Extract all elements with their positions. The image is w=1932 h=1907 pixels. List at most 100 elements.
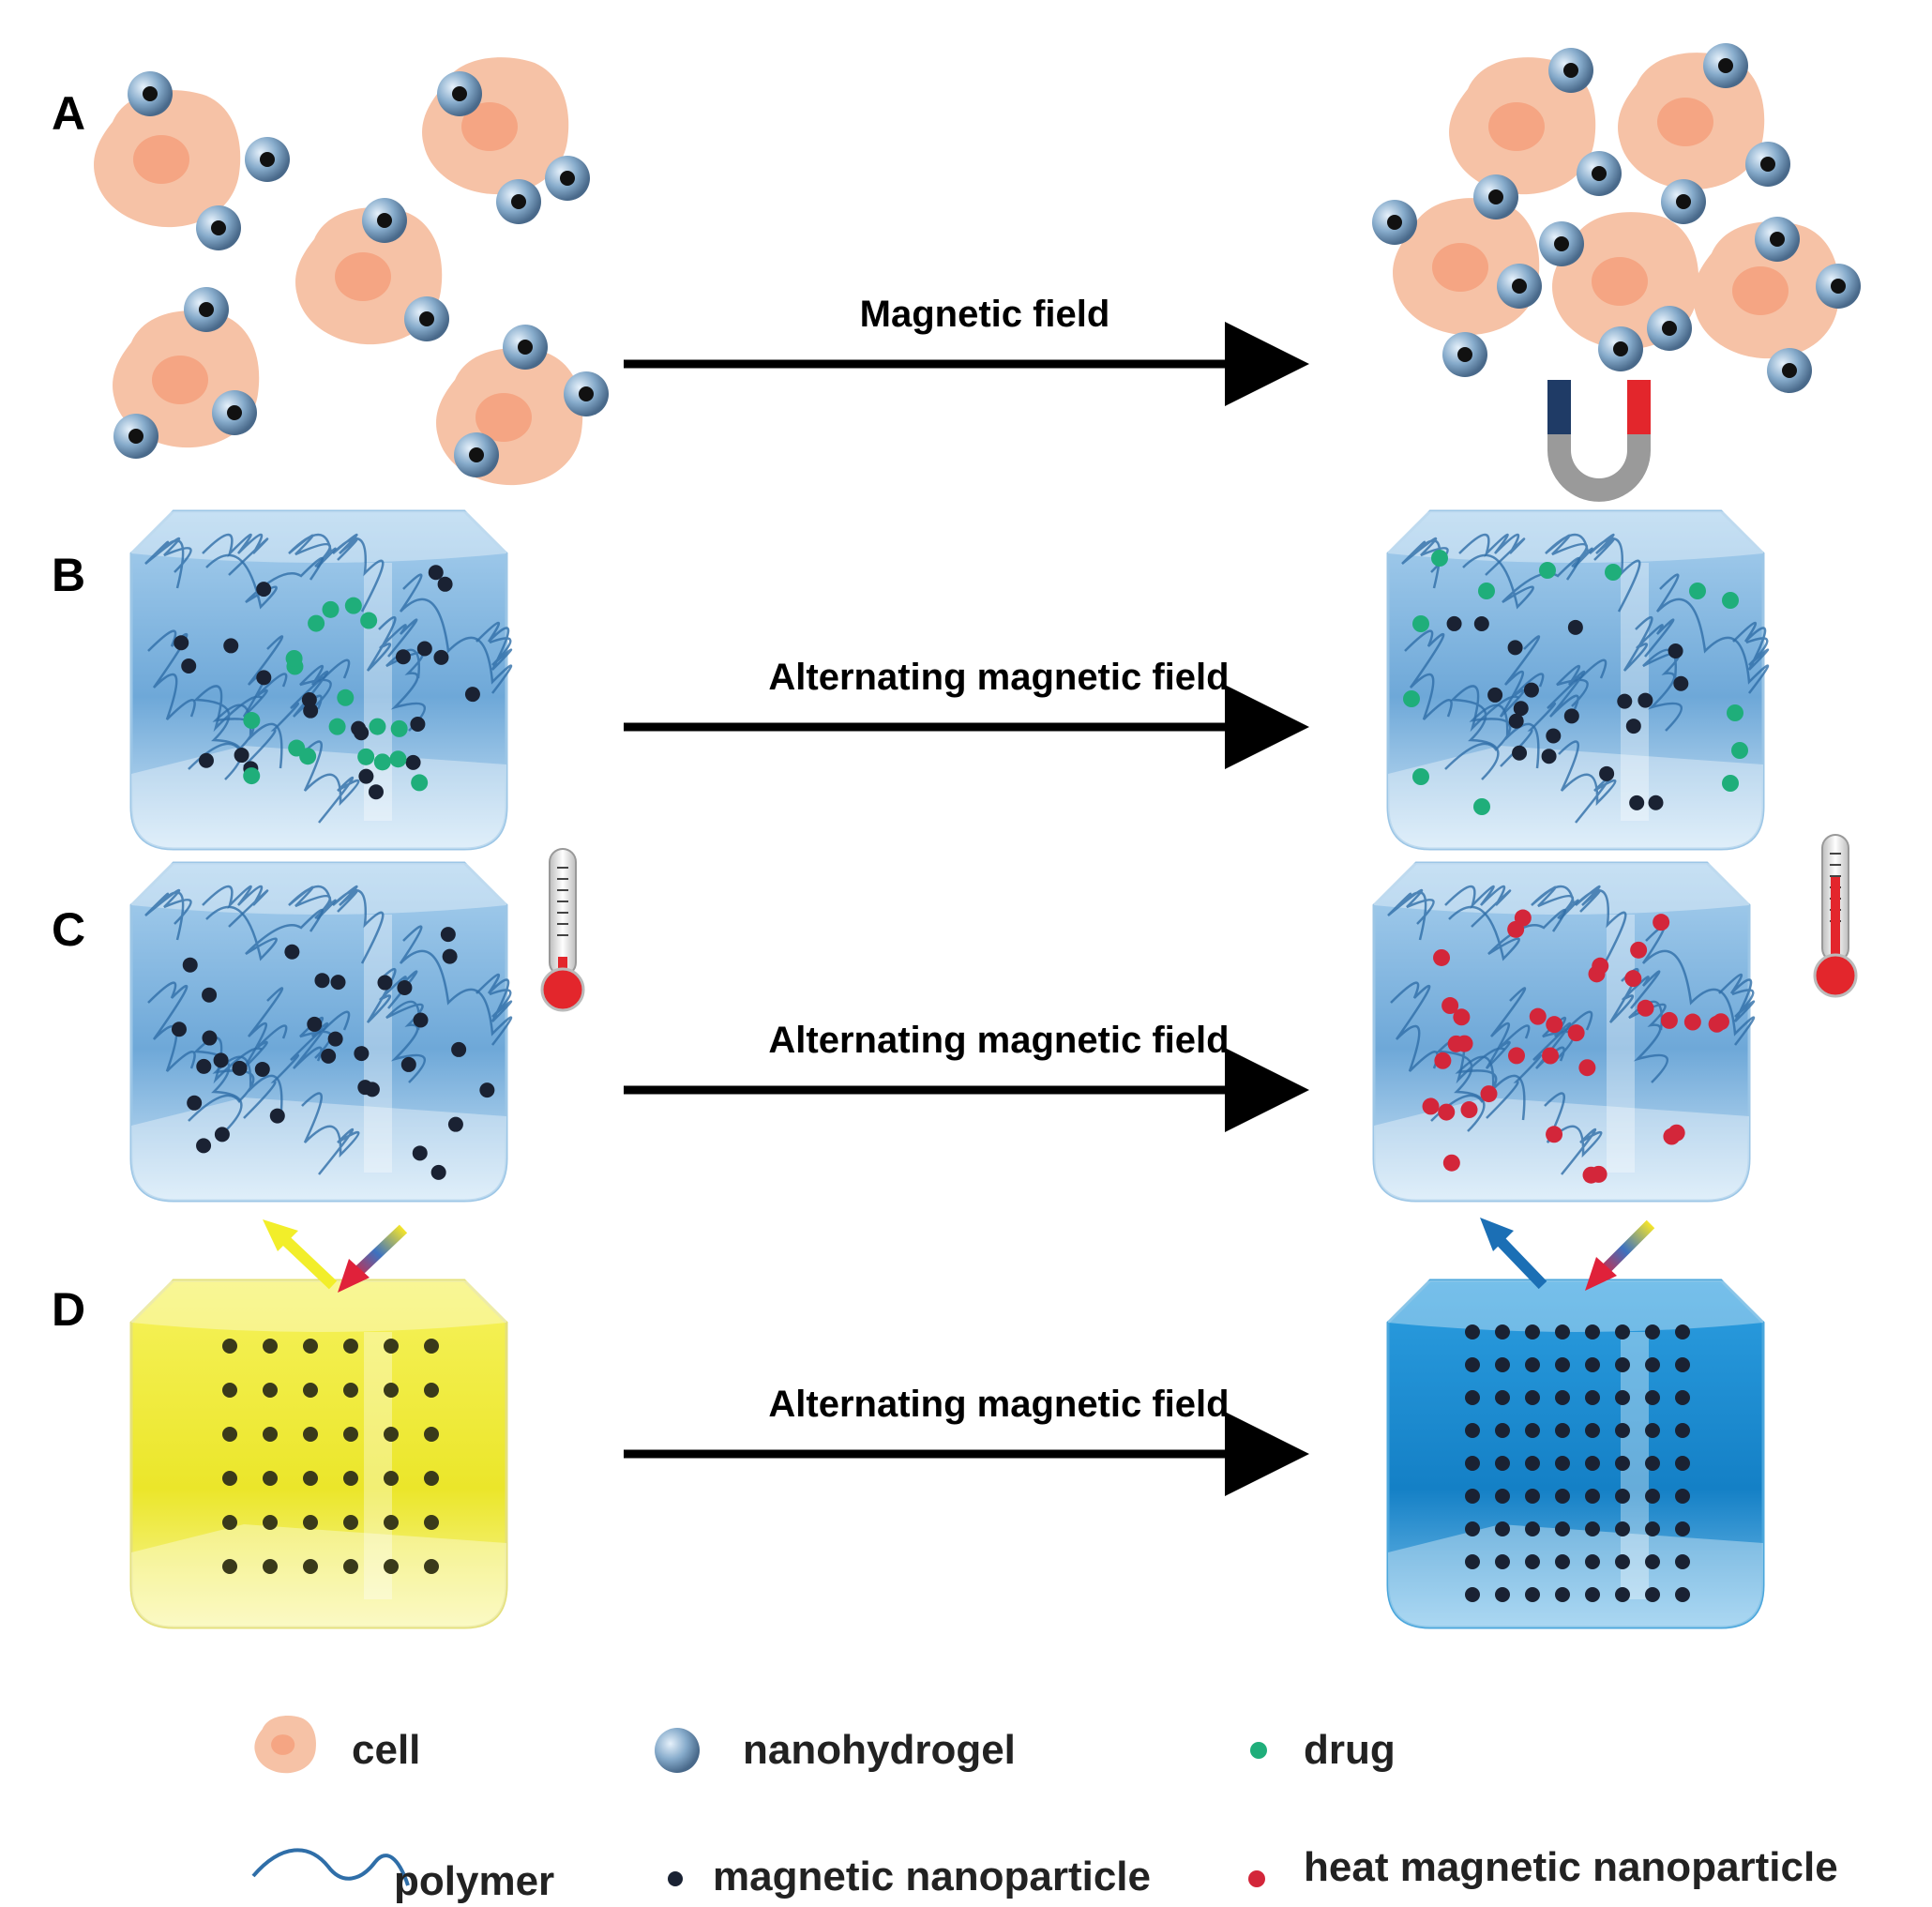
cells-aggregated xyxy=(1372,43,1861,393)
magnetic-nanoparticle xyxy=(301,692,317,708)
magnetic-nanoparticle xyxy=(232,1060,248,1076)
nanohydrogel-core xyxy=(377,213,392,228)
magnetic-nanoparticle xyxy=(174,635,189,651)
magnetic-nanoparticle xyxy=(1675,1521,1690,1536)
polymer-strand xyxy=(301,1092,360,1175)
magnetic-nanoparticle xyxy=(222,1339,237,1354)
nanohydrogel-particle xyxy=(1577,151,1622,196)
magnetic-nanoparticle xyxy=(1645,1390,1660,1405)
magnetic-nanoparticle xyxy=(1487,687,1503,703)
heat-magnetic-nanoparticle xyxy=(1660,1011,1678,1029)
magnetic-nanoparticle xyxy=(1645,1456,1660,1471)
drug-molecule xyxy=(299,748,317,765)
magnetic-nanoparticle xyxy=(182,957,198,973)
polymer-strand xyxy=(147,981,196,1072)
nanohydrogel-core xyxy=(1387,215,1402,230)
magnetic-nanoparticle xyxy=(196,1058,212,1074)
magnetic-nanoparticle xyxy=(1615,1521,1630,1536)
polymer-strand xyxy=(1545,533,1593,568)
panel-label-a: A xyxy=(52,87,85,140)
thermometer-mercury xyxy=(1831,877,1840,961)
gel-body xyxy=(129,1279,508,1629)
nanohydrogel-core xyxy=(1718,58,1733,73)
panel-label-c: C xyxy=(52,903,85,956)
magnetic-nanoparticle xyxy=(1645,1521,1660,1536)
legend-heat-magnetic-nanoparticle-label: heat magnetic nanoparticle xyxy=(1304,1844,1838,1890)
polymer-strand xyxy=(1655,573,1770,694)
magnetic-nanoparticle xyxy=(479,1082,495,1098)
magnetic-nanoparticle xyxy=(384,1471,399,1486)
magnetic-nanoparticle xyxy=(354,1046,370,1062)
cell-nucleus xyxy=(461,102,518,151)
nanohydrogel-particle xyxy=(1473,174,1518,219)
polymer-strand xyxy=(1387,888,1435,941)
drug-molecule xyxy=(390,719,408,737)
magnetic-nanoparticle xyxy=(384,1383,399,1398)
heat-magnetic-nanoparticle xyxy=(1529,1007,1547,1025)
magnetic-nanoparticle xyxy=(343,1427,358,1442)
magnetic-nanoparticle xyxy=(1525,1390,1540,1405)
polymer-strand xyxy=(1589,533,1641,613)
magnetic-nanoparticle xyxy=(321,1048,337,1064)
magnetic-nanoparticle xyxy=(198,752,214,768)
incident-light-arrow-right xyxy=(1594,1219,1655,1280)
thermometer-bulb xyxy=(1813,953,1858,998)
magnetic-nanoparticle xyxy=(1546,728,1562,744)
nanohydrogel-particle xyxy=(1661,179,1706,224)
magnetic-nanoparticle xyxy=(384,1339,399,1354)
magnetic-nanoparticle xyxy=(464,687,480,703)
polymer-strand xyxy=(1544,1092,1603,1175)
heat-magnetic-nanoparticle xyxy=(1480,1085,1498,1103)
magnetic-nanoparticle xyxy=(358,768,374,784)
hydrogel-cold xyxy=(129,861,513,1203)
nanohydrogel-particle xyxy=(437,71,482,116)
arrow-label-b: Alternating magnetic field xyxy=(768,657,1229,698)
magnetic-nanoparticle xyxy=(1465,1423,1480,1438)
magnetic-nanoparticle xyxy=(303,1383,318,1398)
polymer-strand xyxy=(1500,658,1607,767)
polymer-strand xyxy=(202,533,269,576)
magnetic-nanoparticle xyxy=(1599,765,1615,781)
legend: cell nanohydrogel drug polymer magnetic … xyxy=(251,1715,1838,1904)
magnetic-nanoparticle xyxy=(442,948,458,964)
nanohydrogel-core xyxy=(1488,189,1503,204)
magnetic-nanoparticle xyxy=(1495,1554,1510,1569)
magnetic-nanoparticle xyxy=(1465,1587,1480,1602)
heat-magnetic-nanoparticle xyxy=(1507,920,1525,938)
magnetic-nanoparticle xyxy=(413,1012,429,1028)
magnetic-nanoparticle xyxy=(1507,640,1523,656)
magnet-icon xyxy=(1547,380,1651,502)
magnetic-nanoparticle xyxy=(303,703,319,719)
drug-molecule xyxy=(328,718,346,735)
nanohydrogel-core xyxy=(1563,63,1578,78)
magnetic-nanoparticle xyxy=(1563,708,1579,724)
nanohydrogel-core xyxy=(1554,236,1569,251)
drug-molecule xyxy=(357,748,375,765)
magnetic-nanoparticle xyxy=(263,1427,278,1442)
magnetic-nanoparticle xyxy=(424,1559,439,1574)
magnetic-nanoparticle xyxy=(397,979,413,995)
polymer-strand xyxy=(147,629,196,720)
gel-bottom-face xyxy=(131,1524,506,1627)
gel-bottom-face xyxy=(1388,1524,1763,1627)
magnetic-nanoparticle xyxy=(330,975,346,991)
magnetic-nanoparticle xyxy=(303,1427,318,1442)
nanohydrogel-particle xyxy=(1816,264,1861,309)
nanohydrogel-core xyxy=(1592,166,1607,181)
nanohydrogel-particle xyxy=(1703,43,1748,88)
nanohydrogel-particle xyxy=(212,390,257,435)
magnetic-nanoparticle xyxy=(1585,1423,1600,1438)
magnetic-nanoparticle xyxy=(1675,1357,1690,1372)
magnetic-nanoparticle xyxy=(307,1016,323,1032)
magnetic-nanoparticle xyxy=(1615,1390,1630,1405)
magnetic-nanoparticle xyxy=(303,1515,318,1530)
heat-magnetic-nanoparticle xyxy=(1546,1016,1563,1034)
polymer-strand xyxy=(475,621,513,671)
nanohydrogel-core xyxy=(1662,321,1677,336)
polymer-strand xyxy=(188,1055,283,1122)
magnetic-nanoparticle xyxy=(410,716,426,732)
drug-molecule xyxy=(1689,583,1706,599)
nanohydrogel-particle xyxy=(564,371,609,416)
polymer-strand xyxy=(1448,905,1567,961)
magnetic-nanoparticle xyxy=(1513,701,1529,717)
